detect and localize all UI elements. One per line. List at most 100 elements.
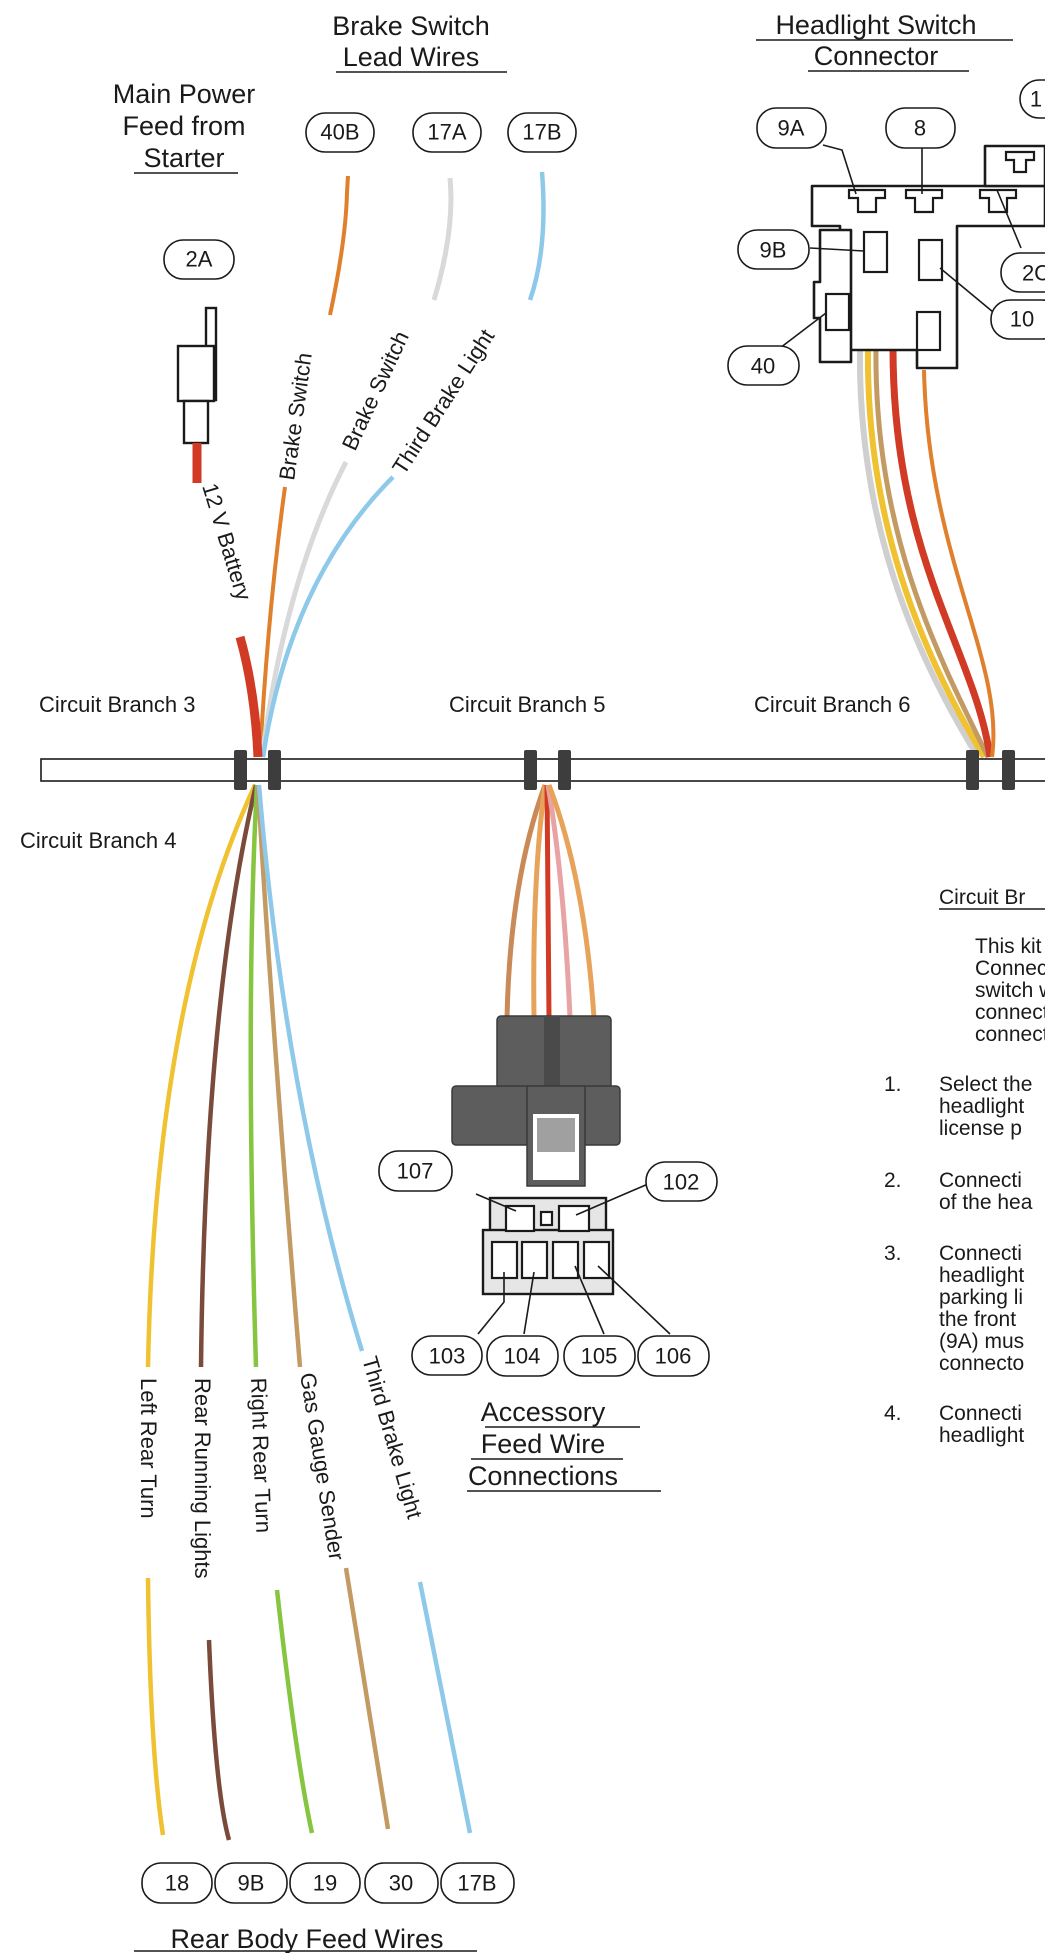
battery-connector-body [176, 344, 216, 403]
terminal-105: 105 [563, 1335, 636, 1377]
headlight-switch-heading: Headlight Switch Connector [756, 10, 1013, 72]
terminal-rear-17b: 17B [440, 1862, 515, 1904]
label-right-rear-turn: Right Rear Turn [246, 1377, 276, 1533]
battery-connector-boot [182, 399, 210, 445]
svg-text:the front: the front [939, 1308, 1016, 1331]
brake-switch-heading: Brake Switch Lead Wires [332, 11, 507, 73]
accessory-heading-line1: Accessory [481, 1397, 606, 1427]
panel-step-2: 2. Connecti of the hea [884, 1169, 1033, 1214]
terminal-10: 10 [990, 299, 1045, 340]
svg-text:(9A) mus: (9A) mus [939, 1330, 1024, 1353]
svg-text:Connecti: Connecti [975, 957, 1045, 980]
label-rear-running-lights: Rear Running Lights [190, 1378, 215, 1579]
svg-text:17A: 17A [427, 120, 466, 145]
svg-text:Connecti: Connecti [939, 1242, 1022, 1265]
svg-text:106: 106 [655, 1344, 692, 1369]
wire-17b-rear-upper [256, 784, 365, 1352]
svg-text:This kit is: This kit is [975, 935, 1045, 958]
wire-9b-upper [198, 784, 259, 1368]
wire-battery-lower [235, 635, 263, 758]
terminal-8: 8 [885, 107, 956, 149]
circuit-branch-6-label: Circuit Branch 6 [754, 692, 911, 717]
pin-8 [904, 188, 944, 214]
terminal-40b: 40B [305, 112, 375, 153]
rear-wires [145, 784, 473, 1841]
terminal-40: 40 [727, 345, 800, 386]
svg-text:102: 102 [663, 1170, 700, 1195]
svg-text:2A: 2A [186, 247, 213, 272]
brake-switch-heading-line1: Brake Switch [332, 11, 490, 41]
main-power-heading-line2: Feed from [122, 111, 245, 141]
svg-text:17B: 17B [522, 120, 561, 145]
headlight-switch-heading-line2: Connector [814, 41, 939, 71]
label-battery: 12 V Battery [197, 480, 256, 603]
wire-17a-lower [259, 460, 349, 758]
accessory-leaders [475, 1183, 671, 1335]
accessory-heading-line3: Connections [468, 1461, 618, 1491]
svg-text:Connecti: Connecti [939, 1402, 1022, 1425]
wire-18-lower [145, 1577, 166, 1836]
terminal-9a: 9A [756, 107, 827, 149]
terminal-106: 106 [637, 1335, 710, 1377]
terminal-19: 19 [289, 1862, 361, 1904]
svg-text:10: 10 [1010, 307, 1034, 332]
svg-text:104: 104 [504, 1344, 541, 1369]
terminal-1: 1 [1019, 79, 1045, 119]
terminal-104: 104 [486, 1335, 559, 1377]
main-power-heading: Main Power Feed from Starter [113, 79, 256, 174]
instructions-panel: Circuit Br This kit is Connecti switch w… [884, 886, 1045, 1447]
svg-text:connecto: connecto [939, 1352, 1024, 1375]
pin-2c [978, 188, 1018, 214]
wire-40b-lower [258, 486, 287, 758]
svg-text:18: 18 [165, 1871, 189, 1896]
svg-text:2.: 2. [884, 1169, 902, 1192]
svg-text:switch wi: switch wi [975, 979, 1045, 1002]
accessory-plug-seam [544, 1016, 560, 1090]
accessory-heading-line2: Feed Wire [481, 1429, 606, 1459]
svg-text:1.: 1. [884, 1073, 902, 1096]
circuit-branch-4-label: Circuit Branch 4 [20, 828, 177, 853]
brake-switch-heading-line2: Lead Wires [343, 42, 480, 72]
terminal-9b: 9B [737, 229, 810, 270]
circuit-branch-3-label: Circuit Branch 3 [39, 692, 196, 717]
svg-text:107: 107 [397, 1159, 434, 1184]
pin-1 [1004, 150, 1036, 174]
accessory-plug-latch-tab [537, 1118, 575, 1152]
svg-text:3.: 3. [884, 1242, 902, 1265]
terminal-107: 107 [378, 1150, 453, 1192]
wire-9b-lower [206, 1639, 232, 1841]
terminal-2c: 2C [1000, 252, 1045, 293]
terminal-rear-9b: 9B [214, 1862, 288, 1904]
panel-step-4: 4. Connecti headlight [884, 1402, 1024, 1447]
svg-text:connecto: connecto [975, 1023, 1045, 1046]
svg-text:1: 1 [1030, 87, 1042, 112]
svg-text:connecto: connecto [975, 1001, 1045, 1024]
headlight-leaders [779, 144, 1022, 349]
wire-17a-upper [431, 177, 454, 301]
svg-text:4.: 4. [884, 1402, 902, 1425]
svg-text:of the hea: of the hea [939, 1191, 1033, 1214]
rear-body-heading: Rear Body Feed Wires [170, 1924, 443, 1953]
wire-17b-upper [527, 171, 546, 301]
pin-102 [557, 1204, 591, 1233]
accessory-plug [451, 1015, 621, 1187]
pin-9a [847, 188, 887, 214]
svg-text:30: 30 [389, 1871, 413, 1896]
terminal-102: 102 [645, 1161, 718, 1202]
accessory-wires [504, 784, 597, 1019]
svg-text:parking li: parking li [939, 1286, 1023, 1309]
wire-40b-upper [328, 175, 350, 316]
circuit-branch-5-label: Circuit Branch 5 [449, 692, 606, 717]
label-brake-switch-1: Brake Switch [274, 351, 317, 482]
headlight-switch-heading-line1: Headlight Switch [775, 10, 976, 40]
pin-40 [824, 292, 851, 332]
panel-step-3: 3. Connecti headlight parking li the fro… [884, 1242, 1024, 1375]
label-left-rear-turn: Left Rear Turn [136, 1378, 161, 1519]
harness-clips [234, 750, 1015, 790]
pin-105 [551, 1240, 580, 1280]
main-power-heading-line1: Main Power [113, 79, 256, 109]
pin-lower-right [915, 310, 942, 352]
svg-text:license p: license p [939, 1117, 1022, 1140]
pin-104 [520, 1240, 549, 1280]
